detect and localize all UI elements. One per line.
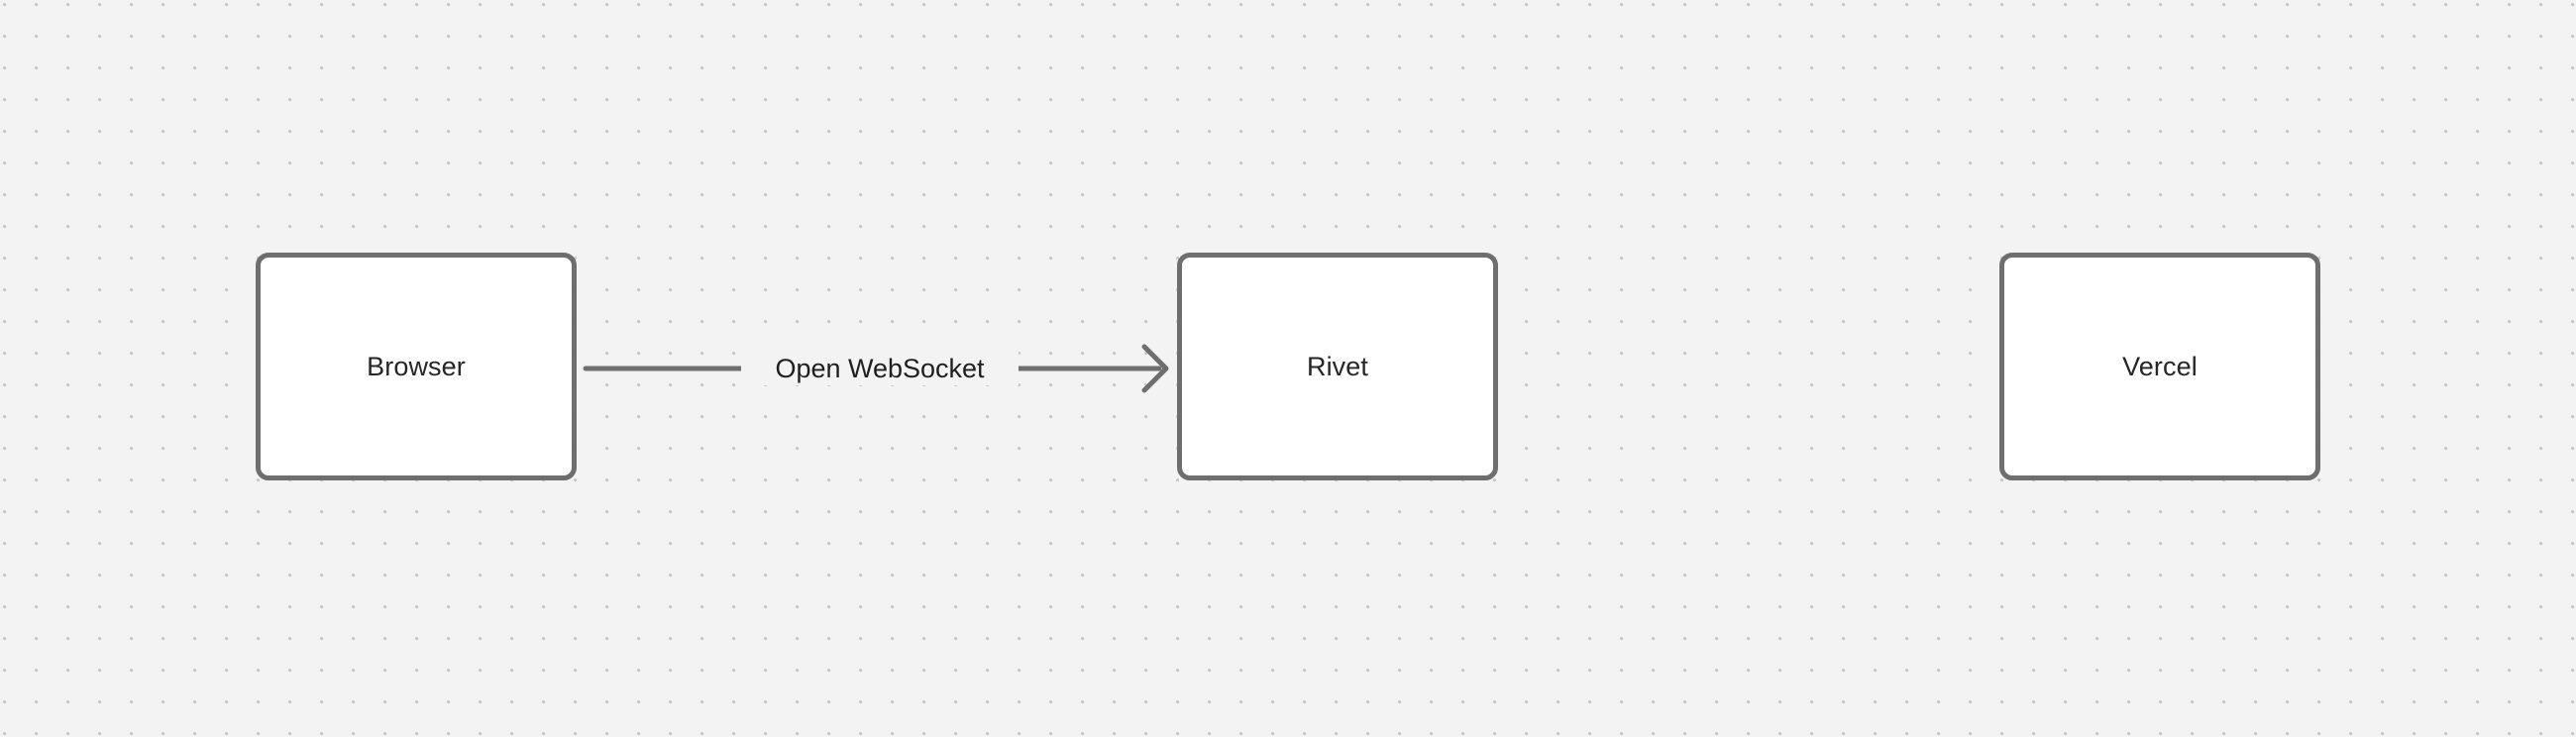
node-label-rivet: Rivet [1306,351,1368,381]
arrowhead-icon [1141,344,1169,393]
node-browser[interactable]: Browser [256,253,577,480]
node-label-browser: Browser [367,351,466,381]
node-label-vercel: Vercel [2122,351,2198,381]
node-vercel[interactable]: Vercel [1999,253,2320,480]
edge-label-open-websocket[interactable]: Open WebSocket [741,352,1019,385]
edge-label-text: Open WebSocket [775,353,985,383]
node-rivet[interactable]: Rivet [1177,253,1498,480]
